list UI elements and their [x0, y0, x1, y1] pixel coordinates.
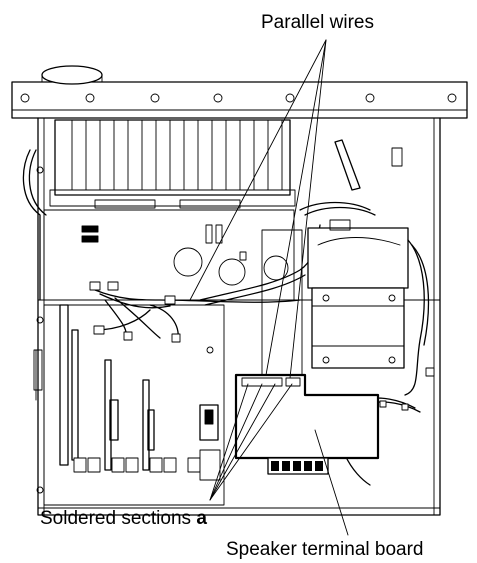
leader-lines	[189, 39, 349, 536]
terminal-block	[267, 457, 329, 475]
leader-parallel-wires-1	[189, 39, 327, 301]
leader-speaker-terminal-board	[314, 429, 349, 536]
left-flat-cable	[22, 149, 47, 401]
leader-soldered-4	[209, 383, 293, 501]
label-soldered-sections-text: Soldered sections	[40, 508, 196, 529]
speaker-terminal-board	[234, 373, 380, 475]
label-soldered-sections: Soldered sections a	[40, 508, 207, 529]
transformer	[261, 139, 435, 401]
label-soldered-sections-a: a	[196, 508, 207, 529]
label-parallel-wires: Parallel wires	[261, 12, 374, 33]
lower-boards	[36, 304, 225, 506]
wire-harness	[89, 224, 321, 343]
leader-soldered-3	[209, 383, 276, 501]
label-speaker-terminal-board: Speaker terminal board	[226, 539, 424, 560]
leader-soldered-2	[209, 383, 263, 501]
leader-parallel-wires-2	[265, 39, 327, 376]
heat-sink	[49, 119, 296, 209]
leader-parallel-wires-3	[289, 39, 327, 379]
leader-soldered-1	[209, 383, 249, 501]
upper-pcb	[36, 166, 295, 301]
